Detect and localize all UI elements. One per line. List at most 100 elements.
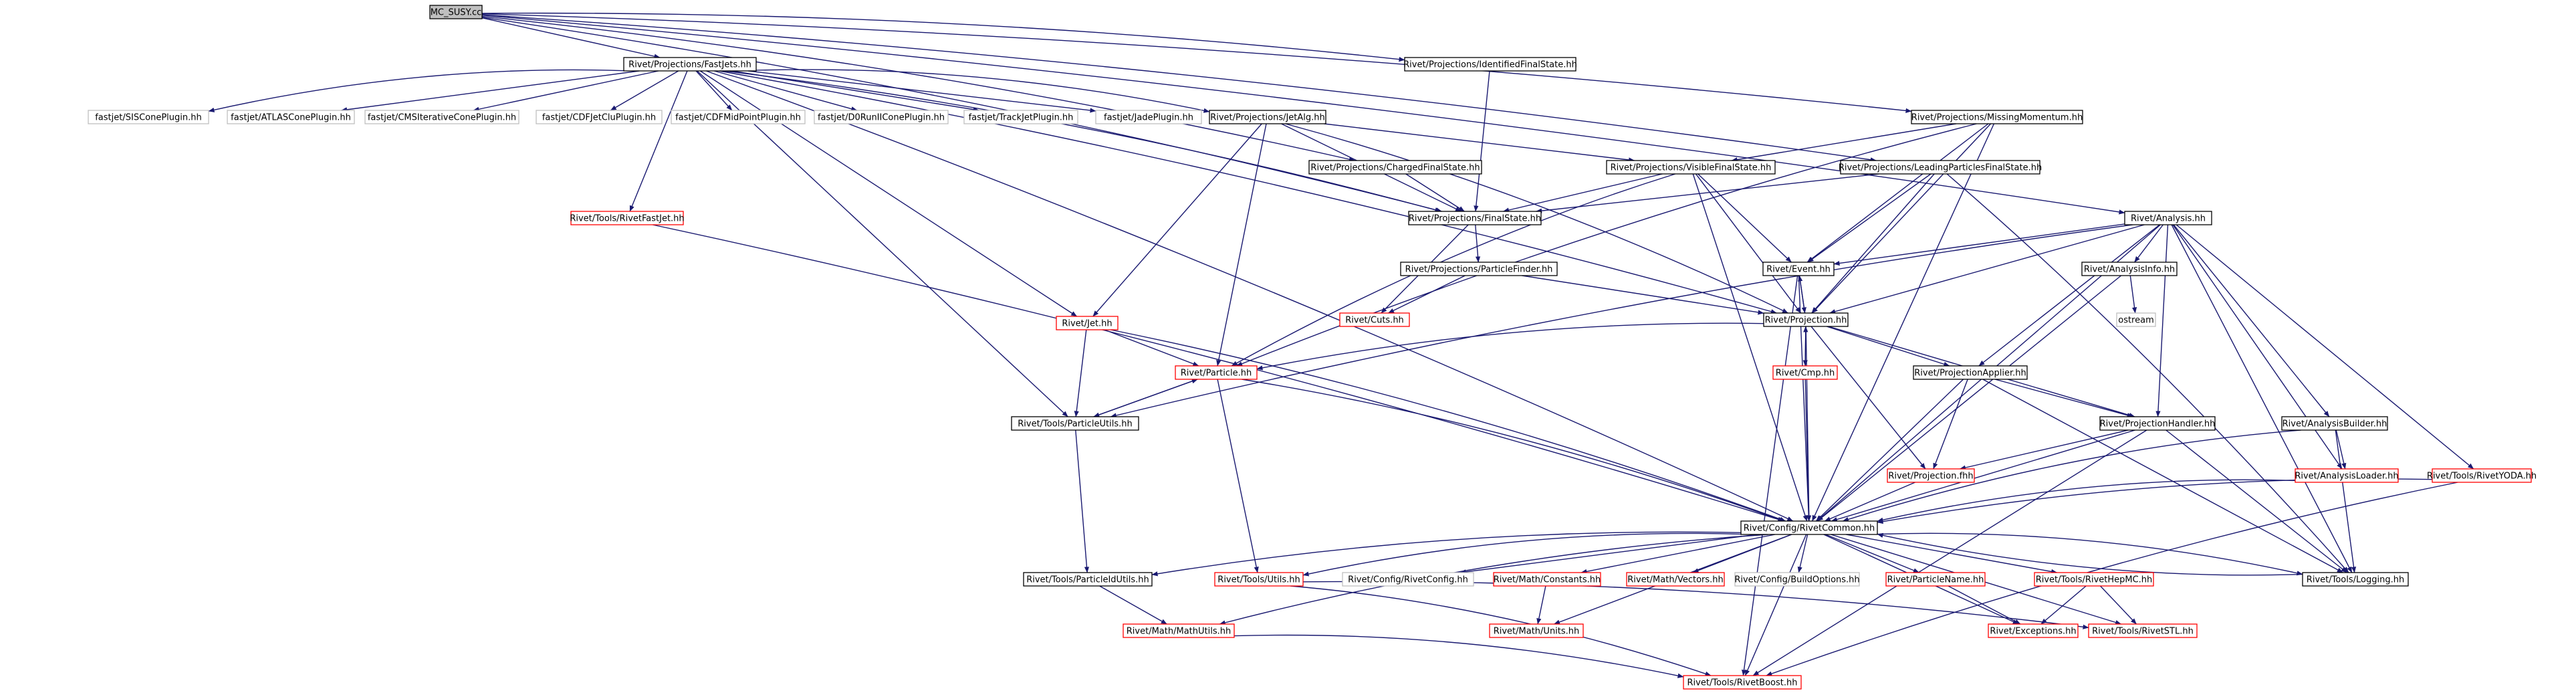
node-label-mathconst: Rivet/Math/Constants.hh	[1494, 575, 1601, 585]
node-mathconst[interactable]: Rivet/Math/Constants.hh	[1493, 572, 1601, 587]
node-particlename[interactable]: Rivet/ParticleName.hh	[1885, 572, 1986, 587]
edge-missmom-to-projection	[1811, 123, 1992, 314]
node-toolsutils[interactable]: Rivet/Tools/Utils.hh	[1214, 572, 1304, 587]
node-cmp[interactable]: Rivet/Cmp.hh	[1772, 365, 1838, 380]
node-analysis[interactable]: Rivet/Analysis.hh	[2124, 211, 2212, 225]
node-box-ostream	[2116, 312, 2156, 327]
node-label-missmom: Rivet/Projections/MissingMomentum.hh	[1911, 113, 2083, 123]
node-finalstate[interactable]: Rivet/Projections/FinalState.hh	[1408, 211, 1542, 225]
node-jetalg[interactable]: Rivet/Projections/JetAlg.hh	[1209, 110, 1326, 124]
node-label-hepmc: Rivet/Tools/RivetHepMC.hh	[2036, 575, 2153, 585]
node-box-cmp	[1772, 365, 1838, 380]
node-analysisloader[interactable]: Rivet/AnalysisLoader.hh	[2295, 468, 2399, 483]
node-projection[interactable]: Rivet/Projection.hh	[1763, 312, 1849, 327]
node-mathunits[interactable]: Rivet/Math/Units.hh	[1489, 623, 1584, 638]
node-projhandler[interactable]: Rivet/ProjectionHandler.hh	[2099, 416, 2216, 431]
node-box-fj_cms	[364, 110, 519, 124]
node-label-fj_cdfmid: fastjet/CDFMidPointPlugin.hh	[675, 113, 801, 123]
node-mathutils[interactable]: Rivet/Math/MathUtils.hh	[1123, 623, 1235, 638]
node-label-projfhh: Rivet/Projection.fhh	[1888, 472, 1973, 482]
node-label-cmp: Rivet/Cmp.hh	[1776, 369, 1835, 379]
node-label-idfs: Rivet/Projections/IdentifiedFinalState.h…	[1403, 60, 1577, 70]
edge-visfs-to-rivetcommon	[1692, 173, 1808, 522]
node-box-analysisinfo	[2081, 262, 2178, 276]
edge-analysis-to-logging	[2171, 224, 2353, 573]
edge-rivetyoda-to-rivetcommon	[1877, 478, 2433, 524]
node-box-analysis	[2124, 211, 2212, 225]
node-chfs[interactable]: Rivet/Projections/ChargedFinalState.hh	[1308, 160, 1482, 175]
node-label-fj_d0: fastjet/D0RunIIConePlugin.hh	[818, 113, 945, 123]
node-box-missmom	[1911, 110, 2083, 124]
edge-analysis-to-projection	[1829, 224, 2145, 314]
edge-fastjets-to-fj_cms	[473, 70, 659, 112]
node-label-exceptions: Rivet/Exceptions.hh	[1990, 627, 2076, 637]
node-label-particle: Rivet/Particle.hh	[1181, 369, 1252, 379]
edge-cmp-to-projection	[1803, 326, 1808, 367]
node-label-mc_susy: MC_SUSY.cc	[431, 8, 482, 18]
node-cuts[interactable]: Rivet/Cuts.hh	[1339, 312, 1410, 327]
node-fj_cdfmid: fastjet/CDFMidPointPlugin.hh	[671, 110, 806, 124]
node-box-cuts	[1339, 312, 1410, 327]
node-lpfs[interactable]: Rivet/Projections/LeadingParticlesFinalS…	[1839, 160, 2042, 175]
node-rivetyoda[interactable]: Rivet/Tools/RivetYODA.hh	[2427, 468, 2537, 483]
node-box-rivetcommon	[1740, 520, 1878, 535]
node-projapplier[interactable]: Rivet/ProjectionApplier.hh	[1913, 365, 2028, 380]
node-box-buildopts	[1734, 572, 1860, 587]
node-label-fj_jade: fastjet/JadePlugin.hh	[1104, 113, 1193, 123]
node-box-jetalg	[1209, 110, 1326, 124]
node-event[interactable]: Rivet/Event.hh	[1762, 262, 1835, 276]
node-box-event	[1762, 262, 1835, 276]
node-box-particleutils	[1011, 416, 1139, 431]
node-box-lpfs	[1840, 160, 2040, 175]
edge-rivetcommon-to-pidutils	[1151, 531, 1742, 577]
node-rivetstl[interactable]: Rivet/Tools/RivetSTL.hh	[2088, 623, 2198, 638]
node-label-logging: Rivet/Tools/Logging.hh	[2307, 575, 2404, 585]
node-mc_susy[interactable]: MC_SUSY.cc	[429, 5, 483, 19]
node-box-projfhh	[1887, 468, 1975, 483]
node-label-rivetyoda: Rivet/Tools/RivetYODA.hh	[2427, 472, 2537, 482]
node-fj_d0: fastjet/D0RunIIConePlugin.hh	[814, 110, 949, 124]
node-analysisbuilder[interactable]: Rivet/AnalysisBuilder.hh	[2281, 416, 2388, 431]
node-mathvectors[interactable]: Rivet/Math/Vectors.hh	[1626, 572, 1725, 587]
edge-projhandler-to-projfhh	[1960, 429, 2129, 470]
node-rivetcommon[interactable]: Rivet/Config/RivetCommon.hh	[1740, 520, 1878, 535]
node-hepmc[interactable]: Rivet/Tools/RivetHepMC.hh	[2034, 572, 2154, 587]
node-particle[interactable]: Rivet/Particle.hh	[1175, 365, 1258, 380]
node-projfhh[interactable]: Rivet/Projection.fhh	[1887, 468, 1975, 483]
node-buildopts: Rivet/Config/BuildOptions.hh	[1734, 572, 1860, 587]
node-label-event: Rivet/Event.hh	[1766, 265, 1831, 275]
edge-rivetcommon-to-logging	[1877, 532, 2303, 576]
edge-projection-to-event	[1798, 275, 1806, 314]
node-missmom[interactable]: Rivet/Projections/MissingMomentum.hh	[1911, 110, 2083, 124]
edge-pfinder-to-cuts	[1388, 275, 1466, 314]
node-rivetboost[interactable]: Rivet/Tools/RivetBoost.hh	[1683, 675, 1802, 690]
node-box-chfs	[1308, 160, 1482, 175]
node-rivetfastjet[interactable]: Rivet/Tools/RivetFastJet.hh	[570, 211, 685, 225]
node-jet[interactable]: Rivet/Jet.hh	[1056, 316, 1119, 330]
node-particleutils[interactable]: Rivet/Tools/ParticleUtils.hh	[1011, 416, 1139, 431]
node-label-mathunits: Rivet/Math/Units.hh	[1494, 627, 1580, 637]
edge-missmom-to-rivetcommon	[1811, 123, 1995, 522]
edge-jetalg-to-visfs	[1324, 123, 1635, 163]
edge-analysis-to-analysisloader	[2172, 224, 2343, 470]
edge-rivetcommon-to-toolsutils	[1302, 532, 1742, 577]
node-visfs[interactable]: Rivet/Projections/VisibleFinalState.hh	[1606, 160, 1776, 175]
edge-mc_susy-to-lpfs	[481, 14, 1877, 163]
edge-rivetcommon-to-hepmc	[1846, 534, 2058, 575]
node-pidutils[interactable]: Rivet/Tools/ParticleIdUtils.hh	[1023, 572, 1153, 587]
edge-rivetcommon-to-rivetconfig	[1459, 534, 1758, 575]
node-analysisinfo[interactable]: Rivet/AnalysisInfo.hh	[2081, 262, 2178, 276]
edge-analysis-to-projapplier	[1978, 224, 2160, 367]
edge-jetalg-to-projection	[1285, 123, 1788, 314]
node-label-jetalg: Rivet/Projections/JetAlg.hh	[1210, 113, 1325, 123]
edge-projapplier-to-projfhh	[1933, 379, 1968, 470]
node-fastjets[interactable]: Rivet/Projections/FastJets.hh	[623, 57, 757, 72]
edge-pfinder-to-projection	[1522, 275, 1764, 315]
edge-jetalg-to-particle	[1216, 123, 1267, 367]
node-logging[interactable]: Rivet/Tools/Logging.hh	[2302, 572, 2409, 587]
node-idfs[interactable]: Rivet/Projections/IdentifiedFinalState.h…	[1403, 57, 1577, 72]
node-pfinder[interactable]: Rivet/Projections/ParticleFinder.hh	[1400, 262, 1558, 276]
edge-fastjets-to-fj_cdfclu	[610, 70, 679, 111]
node-exceptions[interactable]: Rivet/Exceptions.hh	[1988, 623, 2079, 638]
node-label-fj_atlas: fastjet/ATLASConePlugin.hh	[231, 113, 351, 123]
